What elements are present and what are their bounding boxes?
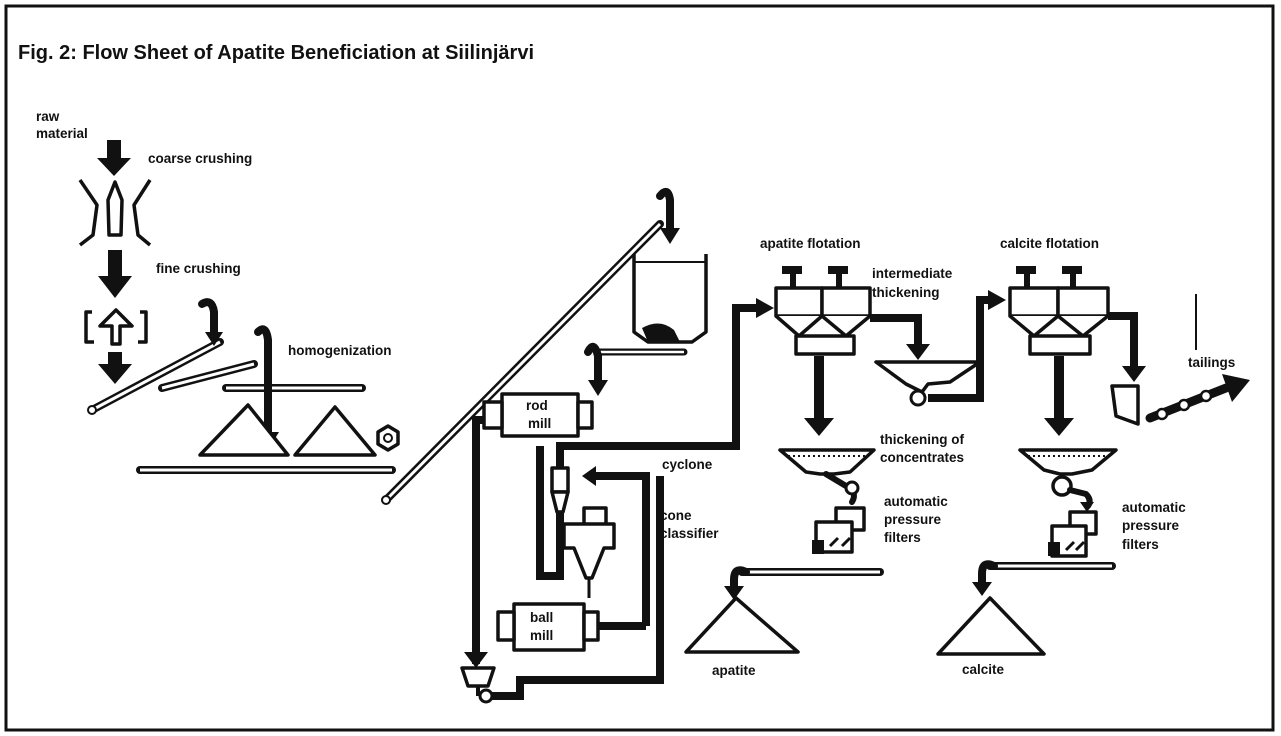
tailings-pipe bbox=[1145, 374, 1250, 423]
rod-mill-feed-arrow bbox=[588, 380, 608, 396]
rod-mill-to-pump-line bbox=[472, 416, 484, 664]
coarse-crusher bbox=[78, 179, 152, 247]
calcite-flotation-cells bbox=[1008, 266, 1110, 356]
cyclone-overflow-line bbox=[556, 304, 758, 468]
apatite-drop-arrow bbox=[724, 586, 744, 600]
coarse-to-fine-arrow bbox=[98, 250, 132, 298]
calcite-product-label: calcite bbox=[962, 662, 1005, 677]
feed-hook-1-arrow bbox=[205, 332, 223, 346]
conveyor-belts-crushing bbox=[87, 338, 396, 474]
classifier-loop-line bbox=[536, 446, 564, 580]
silo-feed-hook bbox=[656, 187, 674, 236]
cone-classifier bbox=[562, 506, 616, 598]
svg-text:pressure: pressure bbox=[1122, 518, 1180, 533]
return-to-cyclone-arrow bbox=[582, 466, 596, 486]
apatite-product-label: apatite bbox=[712, 663, 756, 678]
cyclone-label: cyclone bbox=[662, 457, 713, 472]
calcite-concentrate-down bbox=[1044, 356, 1074, 436]
calcite-drop-hook bbox=[978, 560, 998, 590]
ball-mill: ball mill bbox=[496, 602, 600, 652]
to-calcite-flotation-arrow bbox=[988, 290, 1006, 310]
main-inclined-conveyor bbox=[381, 220, 664, 505]
feed-hook-1 bbox=[198, 298, 218, 340]
automatic-pressure-filters-label-2: automatic pressure filters bbox=[1122, 500, 1186, 552]
fine-crusher bbox=[84, 308, 148, 346]
homogenization-label: homogenization bbox=[288, 343, 392, 358]
svg-text:filters: filters bbox=[1122, 537, 1159, 552]
fine-to-conveyor-arrow bbox=[98, 352, 132, 384]
pump-arrow-head bbox=[464, 652, 488, 668]
apatite-filter-pump bbox=[844, 480, 860, 496]
to-apatite-flotation-arrow bbox=[756, 298, 774, 318]
figure-border bbox=[4, 4, 1275, 732]
svg-text:filters: filters bbox=[884, 530, 921, 545]
svg-text:raw: raw bbox=[36, 109, 60, 124]
svg-text:rod: rod bbox=[526, 398, 548, 413]
svg-text:cone: cone bbox=[660, 508, 692, 523]
rod-mill: rod mill bbox=[482, 392, 594, 438]
feed-hook-2 bbox=[254, 325, 272, 442]
apatite-stockpile bbox=[684, 596, 800, 654]
storage-silo bbox=[596, 254, 708, 356]
intermediate-thickening-label: intermediate thickening bbox=[872, 266, 953, 300]
apatite-tails-line bbox=[870, 314, 922, 348]
svg-text:mill: mill bbox=[528, 416, 551, 431]
calcite-concentrate-thickener bbox=[1018, 448, 1118, 497]
calcite-stockpile bbox=[936, 596, 1046, 656]
svg-text:material: material bbox=[36, 126, 88, 141]
calcite-tails-line bbox=[1108, 312, 1138, 370]
apatite-pressure-filter bbox=[812, 506, 866, 554]
thickening-of-concentrates-label: thickening of concentrates bbox=[880, 432, 965, 465]
svg-text:pressure: pressure bbox=[884, 512, 942, 527]
rod-mill-feed-hook bbox=[584, 342, 602, 388]
calcite-to-filter-arrow bbox=[1080, 502, 1094, 512]
apatite-tails-arrow bbox=[906, 344, 930, 360]
fine-crushing-label: fine crushing bbox=[156, 261, 241, 276]
svg-text:classifier: classifier bbox=[660, 526, 719, 541]
tailings-box bbox=[1110, 384, 1140, 426]
coarse-crushing-label: coarse crushing bbox=[148, 151, 252, 166]
automatic-pressure-filters-label-1: automatic pressure filters bbox=[884, 494, 948, 545]
svg-text:mill: mill bbox=[530, 628, 553, 643]
svg-text:automatic: automatic bbox=[884, 494, 948, 509]
svg-text:ball: ball bbox=[530, 610, 553, 625]
apatite-flotation-label: apatite flotation bbox=[760, 236, 861, 251]
return-to-cyclone-line bbox=[594, 472, 650, 604]
pump-sump bbox=[460, 666, 496, 704]
calcite-pressure-filter bbox=[1048, 510, 1098, 558]
apatite-drop-hook bbox=[730, 566, 750, 594]
calcite-drop-arrow bbox=[972, 582, 992, 596]
tailings-label: tailings bbox=[1188, 355, 1235, 370]
sump-to-cyclone-line bbox=[492, 476, 664, 700]
svg-text:automatic: automatic bbox=[1122, 500, 1186, 515]
cone-classifier-label: cone classifier bbox=[660, 508, 719, 541]
calcite-tails-arrow bbox=[1122, 366, 1146, 382]
apatite-concentrate-down bbox=[804, 356, 834, 436]
raw-material-label: raw material bbox=[36, 109, 88, 141]
svg-text:concentrates: concentrates bbox=[880, 450, 964, 465]
apatite-concentrate-thickener bbox=[778, 448, 876, 476]
silo-feed-arrow bbox=[660, 228, 680, 244]
svg-text:thickening of: thickening of bbox=[880, 432, 965, 447]
raw-material-arrow bbox=[97, 140, 131, 176]
figure-title: Fig. 2: Flow Sheet of Apatite Beneficiat… bbox=[18, 42, 534, 64]
svg-text:thickening: thickening bbox=[872, 285, 940, 300]
svg-text:intermediate: intermediate bbox=[872, 266, 953, 281]
calcite-flotation-label: calcite flotation bbox=[1000, 236, 1099, 251]
thickener-to-calcite-line bbox=[928, 296, 990, 402]
homogenization-piles bbox=[198, 403, 400, 457]
apatite-flotation-cells bbox=[774, 266, 872, 356]
cyclone bbox=[550, 466, 570, 514]
